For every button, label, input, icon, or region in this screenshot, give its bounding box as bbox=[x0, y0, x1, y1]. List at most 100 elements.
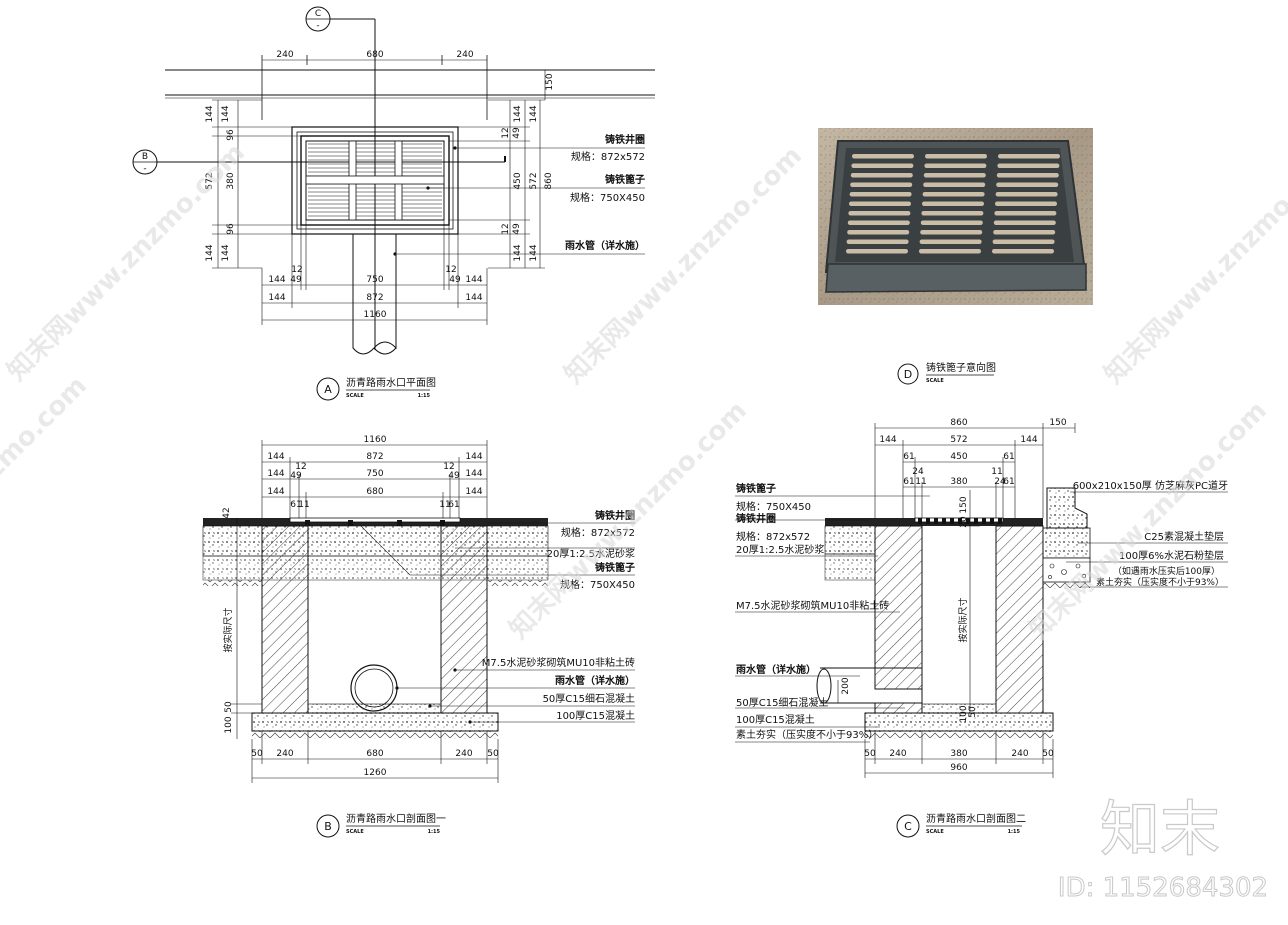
s1-soil bbox=[252, 731, 498, 739]
s1-dim-row2-49a: 49 bbox=[290, 471, 302, 481]
s2-label-side: 按实际尺寸 bbox=[957, 597, 969, 642]
grate-slot bbox=[849, 201, 911, 206]
plan-dim-bottom-144a: 144 bbox=[268, 275, 285, 285]
s1-dim-bottom-50b: 50 bbox=[487, 749, 499, 759]
plan-dim-right-12b: 12 bbox=[501, 223, 511, 234]
s2-dim-row1-572: 572 bbox=[950, 435, 967, 445]
section-mark-c-sub: - bbox=[316, 21, 319, 31]
s2-wall-right bbox=[995, 525, 1044, 714]
s1-caption: 沥青路雨水口剖面图一 bbox=[346, 812, 446, 825]
grate-slot bbox=[992, 249, 1054, 254]
s2-dim-row3-61b: 61 bbox=[1003, 477, 1014, 487]
grate-tooth bbox=[998, 518, 1002, 524]
s1-label-frame: 铸铁井圈 bbox=[595, 509, 635, 522]
plan-dim-right-outer-144a: 144 bbox=[529, 105, 539, 122]
grate-tooth bbox=[918, 518, 922, 524]
s1-wall-right bbox=[440, 525, 488, 714]
grate-slot bbox=[850, 182, 913, 187]
s1-label-frame-spec: 规格：872x572 bbox=[561, 526, 635, 539]
grate-slot bbox=[920, 230, 983, 235]
plan-dim-bottom-12b: 12 bbox=[445, 265, 456, 275]
s2-label-stone-note: （如遇雨水压实后100厚） bbox=[1113, 565, 1220, 577]
s2-dim-bottom-50a: 50 bbox=[864, 749, 876, 759]
s2-dim-row3-61a: 61 bbox=[903, 477, 914, 487]
s2-dim-v-150: 150 bbox=[959, 496, 969, 513]
plan-dim-left-380: 380 bbox=[226, 172, 236, 189]
plan-dim-left-572: 572 bbox=[205, 172, 215, 189]
grate-slot bbox=[925, 154, 987, 159]
plan-grate bbox=[305, 140, 445, 221]
s1-dim-row1-144a: 144 bbox=[267, 452, 284, 462]
s2-dim-20: 20 bbox=[959, 516, 969, 528]
grate-slot bbox=[846, 239, 909, 244]
s2-dim-row3-24b: 24 bbox=[994, 477, 1006, 487]
s2-label-curb: 600x210x150厚 仿芝麻灰PC道牙 bbox=[1073, 479, 1228, 492]
section-mark-b-letter: B bbox=[142, 152, 148, 162]
s2-label-wall: M7.5水泥砂浆砌筑MU10非粘土砖 bbox=[736, 599, 889, 612]
plan-dim-bottom-row2-144a: 144 bbox=[268, 293, 285, 303]
s2-dim-row2-450: 450 bbox=[950, 452, 967, 462]
s1-dim-row1-872: 872 bbox=[366, 452, 383, 462]
brand-logo: 知末 bbox=[1100, 795, 1220, 865]
s2-dim-row2-61b: 61 bbox=[1003, 452, 1014, 462]
s1-dim-row2-144a: 144 bbox=[267, 469, 284, 479]
grate-slot bbox=[993, 230, 1056, 235]
s2-label-pipe: 雨水管（详水施） bbox=[736, 663, 816, 676]
grate-slot bbox=[920, 220, 983, 225]
plan-dim-bottom-144b: 144 bbox=[465, 275, 482, 285]
s2-dim-200: 200 bbox=[841, 677, 851, 694]
caption-mark-c-letter: C bbox=[904, 820, 912, 833]
caption-mark-a bbox=[316, 377, 340, 401]
grate-slot bbox=[994, 211, 1057, 216]
s2-label-c25: C25素混凝土垫层 bbox=[1144, 530, 1224, 543]
s1-dim-row1-144b: 144 bbox=[465, 452, 482, 462]
s2-label-concrete: 100厚C15混凝土 bbox=[736, 713, 815, 726]
grate-slot bbox=[922, 192, 985, 197]
s1-dim-row2-49b: 49 bbox=[448, 471, 460, 481]
section-mark-c-letter: C bbox=[315, 9, 321, 19]
plan-dim-bottom-1160: 1160 bbox=[364, 310, 387, 320]
s1-dim-bottom-240a: 240 bbox=[276, 749, 293, 759]
grate-slot bbox=[847, 220, 910, 225]
s2-dim-bottom-960: 960 bbox=[950, 763, 967, 773]
s2-label-grate: 铸铁篦子 bbox=[736, 482, 776, 495]
s2-dim-bottom-380: 380 bbox=[950, 749, 967, 759]
s1-label-gravel: 50厚C15细石混凝土 bbox=[543, 692, 635, 705]
plan-dim-left-144b: 144 bbox=[221, 244, 231, 261]
plan-scale-value: 1:15 bbox=[418, 393, 431, 399]
caption-mark-a-letter: A bbox=[324, 383, 332, 396]
s2-dim-row3-380: 380 bbox=[950, 477, 967, 487]
s2-dim-150: 150 bbox=[1049, 418, 1066, 428]
s1-gravel-layer bbox=[307, 703, 442, 714]
plan-dim-right-12a: 12 bbox=[501, 127, 511, 138]
s2-label-soil: 素土夯实（压实度不小于93%） bbox=[736, 728, 878, 741]
grate-tooth bbox=[974, 518, 978, 524]
plan-scale-word: SCALE bbox=[346, 393, 364, 399]
caption-mark-d bbox=[897, 363, 919, 385]
grate-photo bbox=[818, 128, 1093, 305]
s2-dim-base-100: 100 bbox=[959, 705, 969, 722]
plan-dim-right-450: 450 bbox=[513, 172, 523, 189]
section-two: 860 150 144 572 144 61 450 61 61 24 11 3… bbox=[735, 418, 1228, 838]
plan-dim-left-96b: 96 bbox=[226, 223, 236, 235]
s2-dim-bottom-50b: 50 bbox=[1042, 749, 1054, 759]
s1-dim-42: 42 bbox=[222, 507, 232, 518]
s1-dim-row3-61b: 61 bbox=[448, 500, 459, 510]
s2-dim-860: 860 bbox=[950, 418, 967, 428]
s2-dim-row3-24a: 24 bbox=[912, 467, 924, 477]
grate-slot bbox=[997, 163, 1060, 168]
s1-scale-word: SCALE bbox=[346, 829, 364, 835]
plan-dim-bottom-750: 750 bbox=[366, 275, 383, 285]
photo-caption: 铸铁篦子意向图 bbox=[926, 361, 996, 374]
section-one: 1160 144 872 144 144 12 49 750 12 49 144… bbox=[202, 435, 635, 838]
s1-dim-row2-12a: 12 bbox=[295, 462, 306, 472]
plan-frame-outer bbox=[291, 126, 459, 235]
s2-soil bbox=[865, 731, 1053, 739]
grate-slot bbox=[919, 249, 981, 254]
grate-tooth bbox=[990, 518, 994, 524]
s1-dim-row3-144a: 144 bbox=[267, 487, 284, 497]
s1-label-mortar: 20厚1:2.5水泥砂浆 bbox=[547, 547, 635, 560]
s2-label-gravel: 50厚C15细石混凝土 bbox=[736, 696, 828, 709]
photo-scale-word: SCALE bbox=[926, 378, 944, 384]
